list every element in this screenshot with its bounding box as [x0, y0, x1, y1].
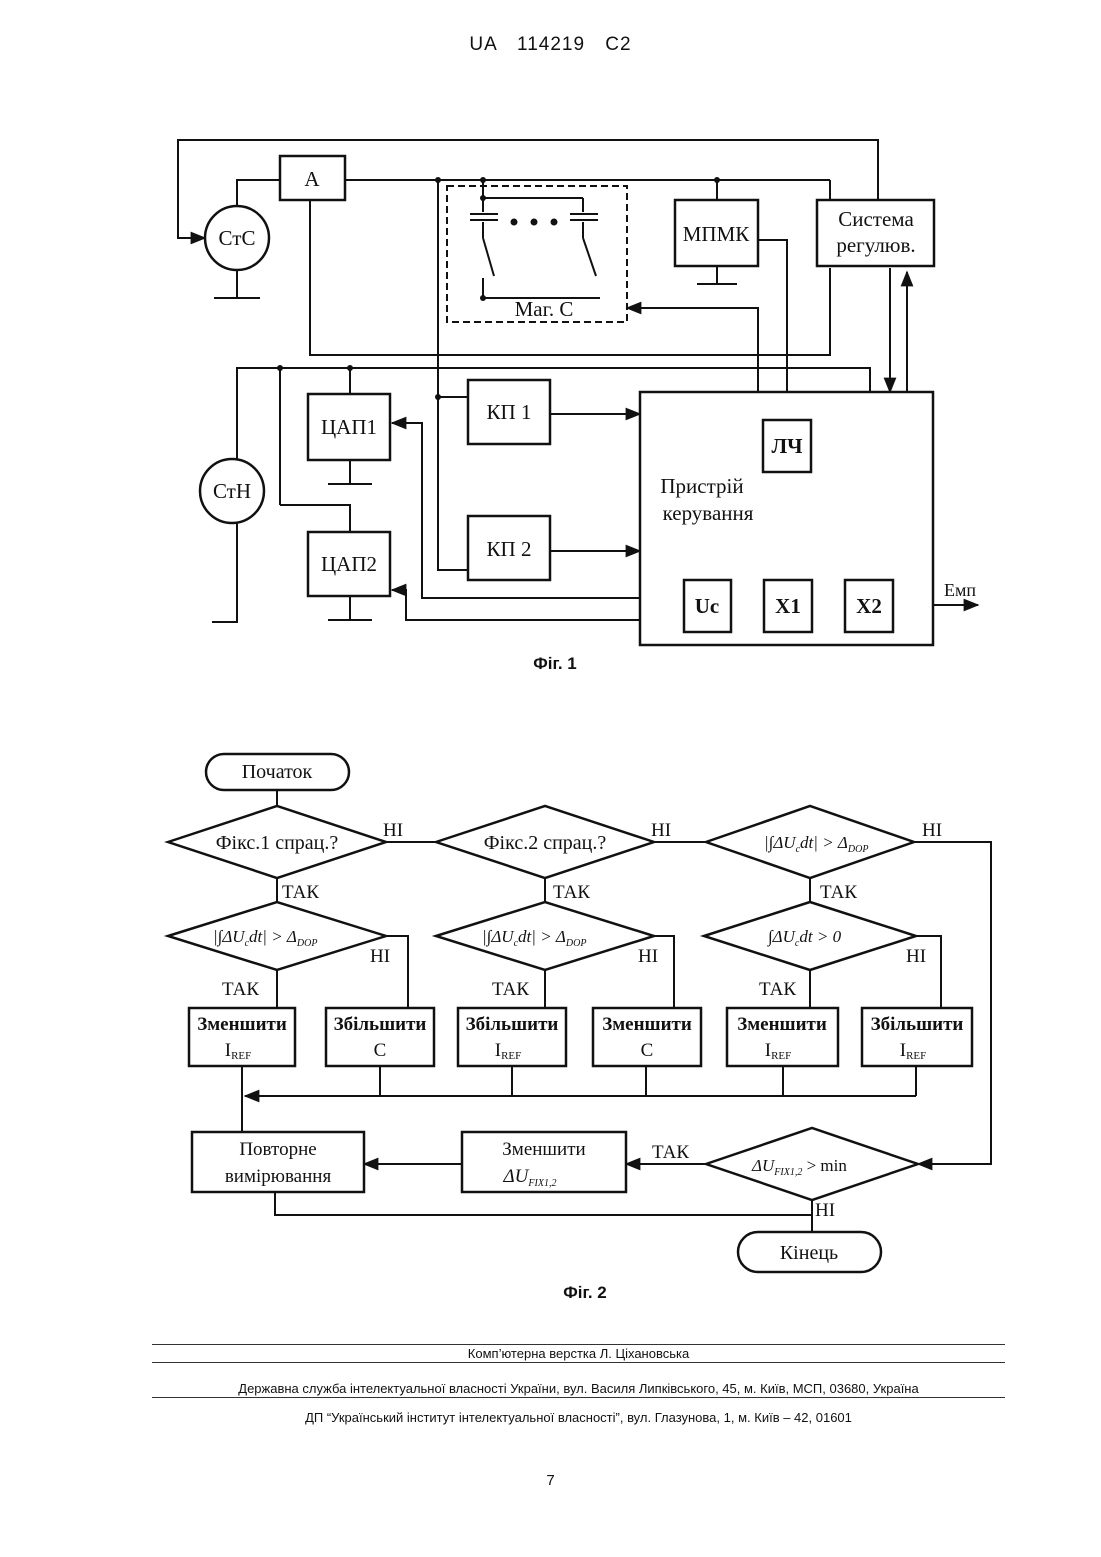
label-mag-c: Маг. С [515, 297, 574, 321]
repeat-line2: вимірювання [225, 1166, 332, 1187]
page-number: 7 [0, 1472, 1101, 1489]
figure-1-caption: Фіг. 1 [455, 654, 655, 674]
figure-1-block-diagram: А СтС Маг. С МПМК Система регулюв. ЦАП1 … [0, 0, 1101, 700]
label-end: Кінець [780, 1242, 838, 1264]
label-fix1: Фікс.1 спрац.? [216, 832, 339, 854]
box3-line1: Збільшити [466, 1014, 559, 1035]
box6-line1: Збільшити [871, 1014, 964, 1035]
label-kp1: КП 1 [487, 400, 532, 424]
yes-fix2: ТАК [553, 882, 590, 903]
footer-agency: Державна служба інтелектуальної власност… [152, 1381, 1005, 1396]
footer-institute: ДП “Український інститут інтелектуальної… [152, 1410, 1005, 1425]
yes-integral-2: ТАК [492, 979, 529, 1000]
label-system-2: регулюв. [836, 233, 915, 257]
no-fix1: НІ [383, 820, 403, 841]
no-dufix-min: НІ [815, 1200, 835, 1221]
label-stc: СтС [219, 226, 256, 250]
label-emp: Емп [944, 580, 976, 600]
no-integral-1: НІ [370, 946, 390, 967]
label-cap2: ЦАП2 [321, 552, 377, 576]
box4-line2: C [641, 1040, 654, 1061]
footer-rule-2 [152, 1362, 1005, 1363]
no-integral-3: НІ [906, 946, 926, 967]
label-x2: X2 [856, 594, 882, 618]
yes-integral-1: ТАК [222, 979, 259, 1000]
yes-dufix-min: ТАК [652, 1142, 689, 1163]
label-system-1: Система [838, 207, 914, 231]
label-kp2: КП 2 [487, 537, 532, 561]
footer-typesetter: Комп’ютерна верстка Л. Ціхановська [152, 1346, 1005, 1361]
label-start: Початок [242, 761, 313, 783]
label-x1: X1 [775, 594, 801, 618]
box4-line1: Зменшити [602, 1014, 692, 1035]
reduce-line1: Зменшити [502, 1139, 585, 1160]
figure-2-flowchart: Початок Кінець Фікс.1 спрац.? Фікс.2 спр… [0, 740, 1101, 1280]
no-integral-2: НІ [638, 946, 658, 967]
no-fix2: НІ [651, 820, 671, 841]
yes-integral-3: ТАК [759, 979, 796, 1000]
label-lch: ЛЧ [771, 434, 803, 458]
box1-line1: Зменшити [197, 1014, 287, 1035]
label-fix2: Фікс.2 спрац.? [484, 832, 607, 854]
footer-rule-3 [152, 1397, 1005, 1398]
footer-rule-1 [152, 1344, 1005, 1345]
label-a: А [304, 167, 320, 191]
no-integral-top: НІ [922, 820, 942, 841]
label-cap1: ЦАП1 [321, 415, 377, 439]
yes-integral-top: ТАК [820, 882, 857, 903]
label-integral-3: ∫ΔUcdt > 0 [767, 927, 842, 949]
yes-fix1: ТАК [282, 882, 319, 903]
label-control-1: Пристрій [660, 474, 743, 498]
label-uc: Uc [695, 594, 720, 618]
label-stn: СтН [213, 479, 251, 503]
box2-line1: Збільшити [334, 1014, 427, 1035]
label-control-2: керування [663, 501, 754, 525]
box2-line2: C [374, 1040, 387, 1061]
label-mpmk: МПМК [683, 222, 751, 246]
repeat-line1: Повторне [239, 1139, 316, 1160]
box5-line1: Зменшити [737, 1014, 827, 1035]
figure-2-caption: Фіг. 2 [485, 1283, 685, 1303]
